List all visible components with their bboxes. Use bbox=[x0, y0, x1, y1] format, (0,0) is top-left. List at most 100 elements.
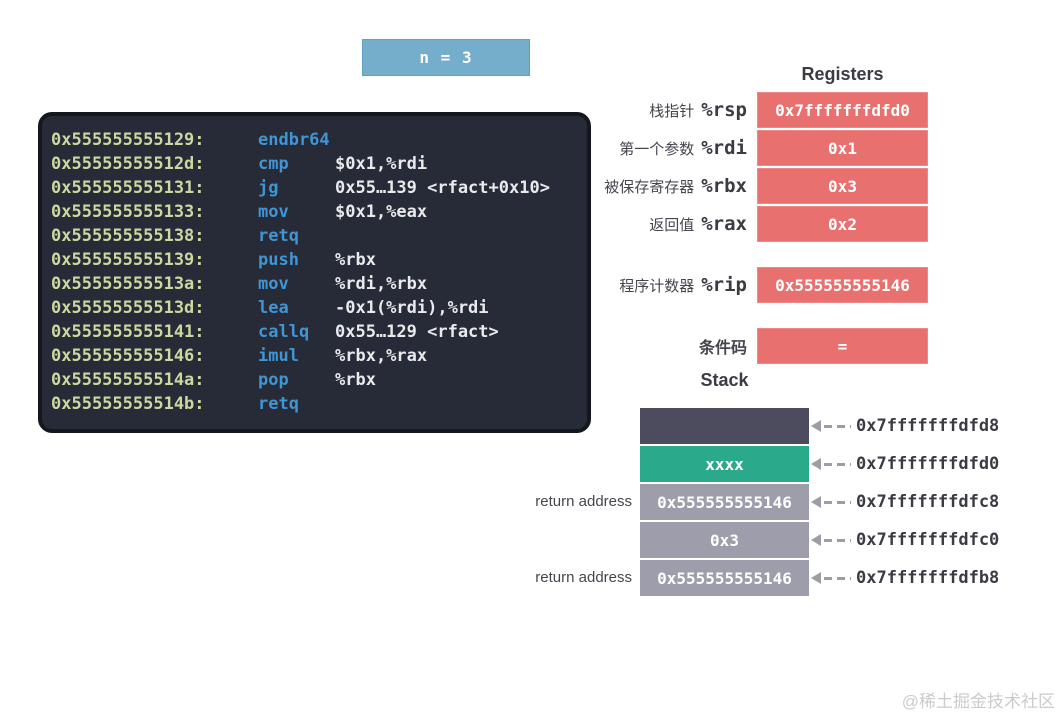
instruction-mnemonic: lea bbox=[258, 298, 289, 318]
stack-cells: xxxx 0x555555555146 0x3 0x555555555146 bbox=[640, 408, 809, 596]
register-value-boxes: 0x7fffffffdfd0 0x1 0x3 0x2 bbox=[757, 92, 928, 242]
instruction-operands: $0x1,%rdi bbox=[335, 154, 428, 174]
stack-cell: xxxx bbox=[640, 446, 809, 482]
register-value: 0x3 bbox=[828, 176, 857, 196]
arrow-dashed-tail bbox=[824, 576, 851, 580]
instruction-mnemonic: callq bbox=[258, 322, 310, 342]
arrow-dashed-tail bbox=[824, 424, 851, 428]
code-line: 0x555555555129:endbr64 bbox=[51, 128, 587, 152]
watermark: @稀土掘金技术社区 bbox=[901, 692, 1055, 711]
register-label-rdi: 第一个参数 %rdi bbox=[500, 130, 747, 166]
register-role-label: 程序计数器 bbox=[619, 277, 695, 295]
register-role-label: 被保存寄存器 bbox=[604, 178, 695, 196]
condition-code: = bbox=[837, 336, 848, 356]
arrow-dashed-tail bbox=[824, 538, 851, 542]
stack-address: 0x7fffffffdfd8 bbox=[856, 416, 1000, 436]
register-label-rsp: 栈指针 %rsp bbox=[500, 92, 747, 128]
stack-title: Stack bbox=[700, 370, 749, 390]
code-line: 0x55555555514a:pop%rbx bbox=[51, 368, 587, 392]
register-label-rax: 返回值 %rax bbox=[500, 206, 747, 242]
stack-cell-value: xxxx bbox=[705, 454, 744, 474]
register-value: 0x555555555146 bbox=[775, 275, 910, 295]
instruction-address: 0x555555555131: bbox=[51, 178, 205, 198]
code-line: 0x555555555133:mov$0x1,%eax bbox=[51, 200, 587, 224]
register-value: 0x7fffffffdfd0 bbox=[775, 100, 910, 120]
register-role-label: 返回值 bbox=[649, 216, 695, 234]
left-arrow-icon bbox=[811, 560, 851, 596]
register-value: 0x1 bbox=[828, 138, 857, 158]
stack-cell: 0x555555555146 bbox=[640, 560, 809, 596]
instruction-address: 0x55555555513d: bbox=[51, 298, 205, 318]
arrow-dashed-tail bbox=[824, 462, 851, 466]
register-role-label: 条件码 bbox=[698, 340, 747, 357]
instruction-operands: %rbx,%rax bbox=[335, 346, 428, 366]
instruction-mnemonic: pop bbox=[258, 370, 289, 390]
arrow-dashed-tail bbox=[824, 500, 851, 504]
code-line: 0x555555555139:push%rbx bbox=[51, 248, 587, 272]
condition-code-label: 条件码 bbox=[500, 328, 747, 364]
stack-address: 0x7fffffffdfb8 bbox=[856, 568, 1000, 588]
register-name: %rsp bbox=[701, 99, 747, 121]
instruction-mnemonic: mov bbox=[258, 274, 289, 294]
instruction-address: 0x555555555133: bbox=[51, 202, 205, 222]
register-name: %rdi bbox=[701, 137, 747, 159]
instruction-operands: 0x55…139 <rfact+0x10> bbox=[335, 178, 550, 198]
code-line: 0x55555555513d: lea -0x1(%rdi),%rdi bbox=[51, 296, 587, 320]
register-labels: 栈指针 %rsp 第一个参数 %rdi 被保存寄存器 %rbx 返回值 %rax bbox=[500, 92, 747, 242]
stack-side-label bbox=[460, 522, 632, 558]
stack-side-label: return address bbox=[535, 493, 632, 510]
stack-side-label bbox=[460, 446, 632, 482]
register-value: 0x2 bbox=[828, 214, 857, 234]
code-line: 0x555555555146:imul%rbx,%rax bbox=[51, 344, 587, 368]
arrow-head-icon bbox=[811, 458, 821, 470]
register-role-label: 栈指针 bbox=[649, 102, 695, 120]
stack-cell-value: 0x555555555146 bbox=[657, 568, 792, 588]
instruction-address: 0x555555555139: bbox=[51, 250, 205, 270]
instruction-operands: %rbx bbox=[335, 370, 376, 390]
instruction-address: 0x555555555141: bbox=[51, 322, 205, 342]
registers-title: Registers bbox=[801, 64, 884, 84]
register-name: %rax bbox=[701, 213, 747, 235]
left-arrow-icon bbox=[811, 522, 851, 558]
stack-address: 0x7fffffffdfd0 bbox=[856, 454, 1000, 474]
stack-cell: 0x555555555146 bbox=[640, 484, 809, 520]
code-line: 0x555555555138:retq bbox=[51, 224, 587, 248]
arrow-head-icon bbox=[811, 572, 821, 584]
stack-side-label: return address bbox=[535, 569, 632, 586]
stack-side-label bbox=[460, 408, 632, 444]
register-value-rsp: 0x7fffffffdfd0 bbox=[757, 92, 928, 128]
register-label-rip: 程序计数器 %rip bbox=[500, 267, 747, 303]
condition-code-value: = bbox=[757, 328, 928, 364]
assembly-code-block: 0x555555555129:endbr64 0x55555555512d: cm… bbox=[38, 112, 591, 433]
left-arrow-icon bbox=[811, 446, 851, 482]
instruction-mnemonic: cmp bbox=[258, 154, 289, 174]
stack-addresses: 0x7fffffffdfd8 0x7fffffffdfd0 0x7fffffff… bbox=[856, 408, 999, 596]
instruction-operands: %rdi,%rbx bbox=[335, 274, 428, 294]
stack-cell-value: 0x555555555146 bbox=[657, 492, 792, 512]
instruction-operands: %rbx bbox=[335, 250, 376, 270]
code-line: 0x55555555514b:retq bbox=[51, 392, 587, 416]
stack-address: 0x7fffffffdfc0 bbox=[856, 530, 1000, 550]
register-name: %rip bbox=[701, 274, 747, 296]
register-name: %rbx bbox=[701, 175, 747, 197]
instruction-address: 0x55555555512d: bbox=[51, 154, 205, 174]
stack-address-arrows bbox=[811, 408, 851, 596]
instruction-address: 0x555555555146: bbox=[51, 346, 205, 366]
instruction-mnemonic: retq bbox=[258, 394, 299, 414]
stack-address: 0x7fffffffdfc8 bbox=[856, 492, 1000, 512]
n-value-label: n = 3 bbox=[419, 48, 473, 67]
stack-side-labels: return address return address bbox=[460, 408, 632, 596]
instruction-mnemonic: retq bbox=[258, 226, 299, 246]
code-line: 0x55555555513a:mov%rdi,%rbx bbox=[51, 272, 587, 296]
instruction-operands: -0x1(%rdi),%rdi bbox=[335, 298, 489, 318]
left-arrow-icon bbox=[811, 408, 851, 444]
stack-cell: 0x3 bbox=[640, 522, 809, 558]
register-label-rbx: 被保存寄存器 %rbx bbox=[500, 168, 747, 204]
register-role-label: 第一个参数 bbox=[619, 140, 695, 158]
arrow-head-icon bbox=[811, 534, 821, 546]
instruction-operands: $0x1,%eax bbox=[335, 202, 428, 222]
n-value-banner: n = 3 bbox=[362, 39, 530, 76]
